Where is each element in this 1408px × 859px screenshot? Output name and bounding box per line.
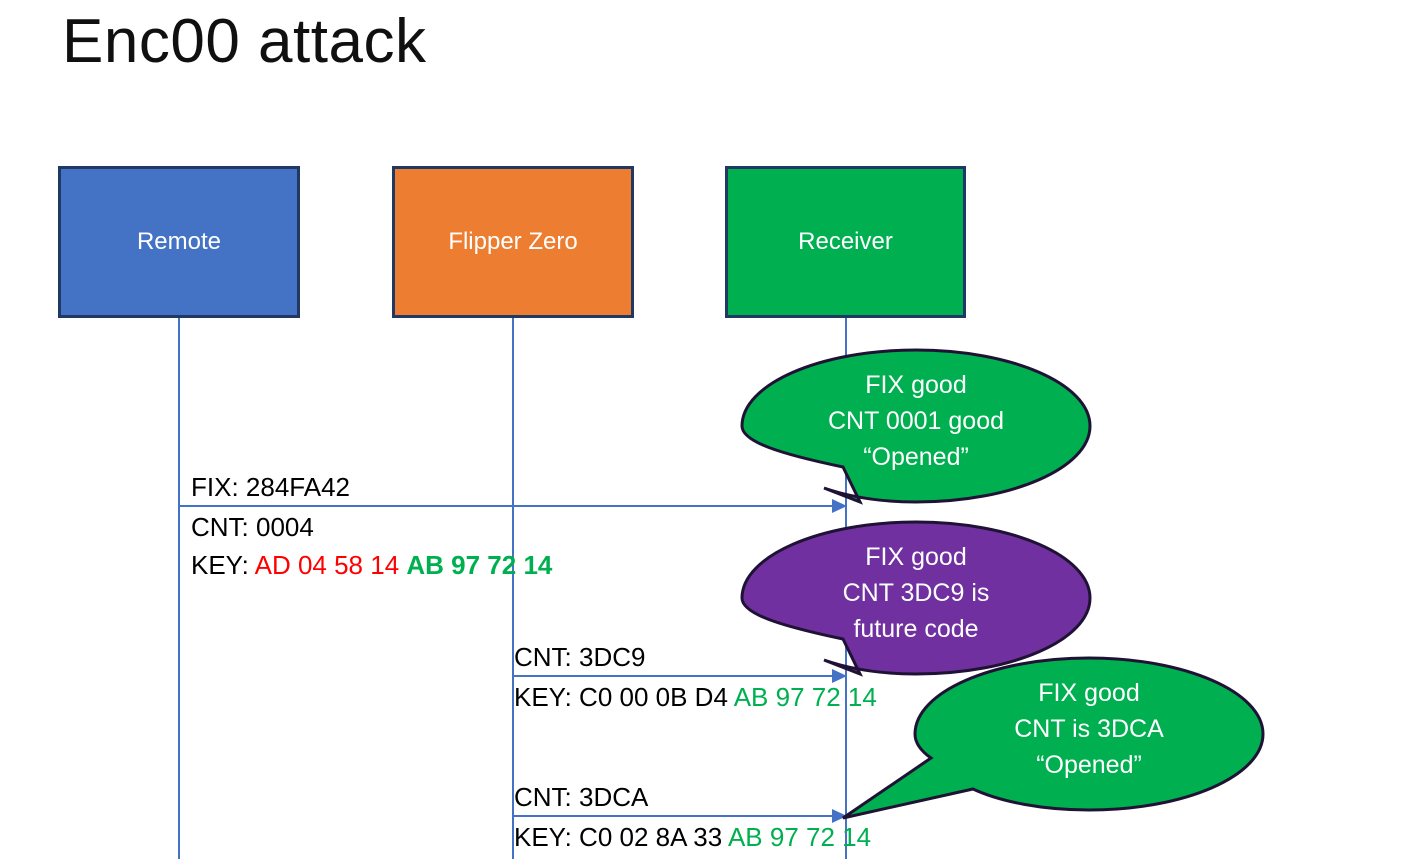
message-label-key-flipper-2: KEY: C0 02 8A 33 AB 97 72 14	[514, 819, 871, 856]
message-label-cnt-flipper-1: CNT: 3DC9	[514, 642, 646, 672]
callout-shape-3	[842, 656, 1265, 820]
message-label-fix-remote: FIX: 284FA42	[191, 472, 350, 502]
message-label-cnt-remote: CNT: 0004	[191, 512, 314, 542]
callout-bubble-fix-good-cnt-0001[interactable]: FIX good CNT 0001 good “Opened”	[740, 348, 1092, 505]
actor-box-remote[interactable]: Remote	[58, 166, 300, 318]
callout-shape-2	[740, 520, 1092, 677]
actor-label-receiver: Receiver	[798, 228, 893, 255]
key-prefix-flipper-1: KEY: C0 00 0B D4	[514, 682, 734, 712]
actor-label-remote: Remote	[136, 228, 222, 255]
key-prefix-remote: KEY:	[191, 550, 255, 580]
message-arrow-remote-to-receiver	[179, 499, 847, 513]
actor-label-flipper-zero: Flipper Zero	[448, 228, 578, 255]
key-hex-green-flipper-2: AB 97 72 14	[727, 822, 872, 852]
actor-box-flipper-zero[interactable]: Flipper Zero	[392, 166, 634, 318]
message-arrow-flipper-to-receiver-2	[513, 809, 847, 823]
key-hex-green-remote: AB 97 72 14	[406, 550, 553, 580]
message-label-key-flipper-1: KEY: C0 00 0B D4 AB 97 72 14	[514, 679, 877, 716]
callout-bubble-cnt-3dca-opened[interactable]: FIX good CNT is 3DCA “Opened”	[842, 656, 1265, 820]
lifeline-flipper-zero	[512, 318, 514, 859]
message-arrow-flipper-to-receiver-1	[513, 669, 847, 683]
message-label-key-remote: KEY: AD 04 58 14 AB 97 72 14	[191, 547, 552, 584]
callout-shape-1	[740, 348, 1092, 505]
lifeline-remote	[178, 318, 180, 859]
actor-box-receiver[interactable]: Receiver	[725, 166, 966, 318]
key-hex-green-flipper-1: AB 97 72 14	[733, 682, 877, 712]
callout-bubble-cnt-3dc9-future[interactable]: FIX good CNT 3DC9 is future code	[740, 520, 1092, 677]
key-prefix-flipper-2: KEY: C0 02 8A 33	[514, 822, 728, 852]
message-label-cnt-flipper-2: CNT: 3DCA	[514, 782, 649, 812]
key-hex-red-remote: AD 04 58 14	[254, 550, 407, 580]
page-title: Enc00 attack	[62, 7, 427, 76]
